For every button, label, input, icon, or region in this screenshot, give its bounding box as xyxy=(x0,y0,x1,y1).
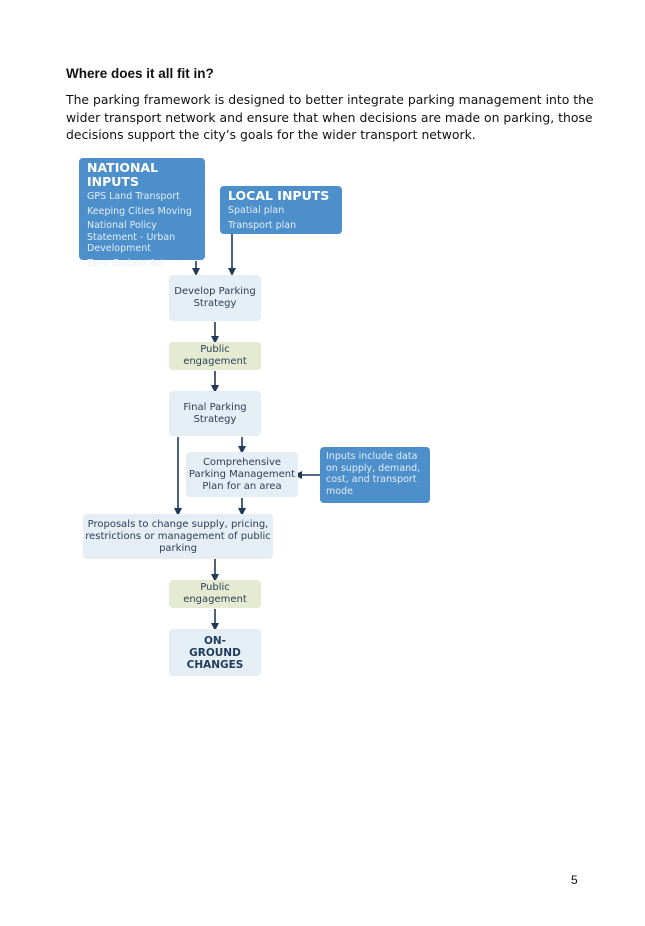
national-inputs-box: NATIONAL INPUTS GPS Land Transport Keepi… xyxy=(79,158,205,269)
public-engagement-box-2: Public engagement xyxy=(169,580,261,608)
public-engagement-label-1: Public engagement xyxy=(183,344,247,367)
local-inputs-title: LOCAL INPUTS xyxy=(228,188,330,203)
proposals-label: Proposals to change supply, pricing, res… xyxy=(85,518,271,554)
final-strategy-label: Final Parking Strategy xyxy=(183,401,247,425)
comprehensive-plan-box: Comprehensive Parking Management Plan fo… xyxy=(186,452,298,497)
national-input-item: Keeping Cities Moving xyxy=(87,205,192,217)
on-ground-changes-box: ON-GROUND CHANGES xyxy=(169,629,261,676)
local-inputs-box: LOCAL INPUTS Spatial plan Transport plan xyxy=(220,186,342,234)
public-engagement-label-2: Public engagement xyxy=(183,582,247,605)
page-number: 5 xyxy=(571,873,578,887)
national-input-item: GPS Land Transport xyxy=(87,191,180,202)
develop-strategy-box: Develop Parking Strategy xyxy=(169,275,261,321)
inputs-note-box: Inputs include data on supply, demand, c… xyxy=(320,447,430,503)
final-strategy-box: Final Parking Strategy xyxy=(169,391,261,436)
comprehensive-plan-label: Comprehensive Parking Management Plan fo… xyxy=(188,456,296,492)
intro-paragraph: The parking framework is designed to bet… xyxy=(66,92,594,142)
national-input-item: Zero Carbon Act xyxy=(87,257,165,269)
public-engagement-box-1: Public engagement xyxy=(169,342,261,370)
develop-strategy-label: Develop Parking Strategy xyxy=(174,286,256,309)
section-heading: Where does it all fit in? xyxy=(66,66,214,81)
national-inputs-title: NATIONAL INPUTS xyxy=(87,160,159,189)
local-input-item: Transport plan xyxy=(228,219,297,231)
local-input-item: Spatial plan xyxy=(228,205,285,216)
proposals-box: Proposals to change supply, pricing, res… xyxy=(83,514,273,559)
national-input-item: National Policy Statement - Urban Develo… xyxy=(87,220,176,254)
on-ground-changes-label: ON-GROUND CHANGES xyxy=(186,634,244,671)
inputs-note-text: Inputs include data on supply, demand, c… xyxy=(326,451,421,497)
